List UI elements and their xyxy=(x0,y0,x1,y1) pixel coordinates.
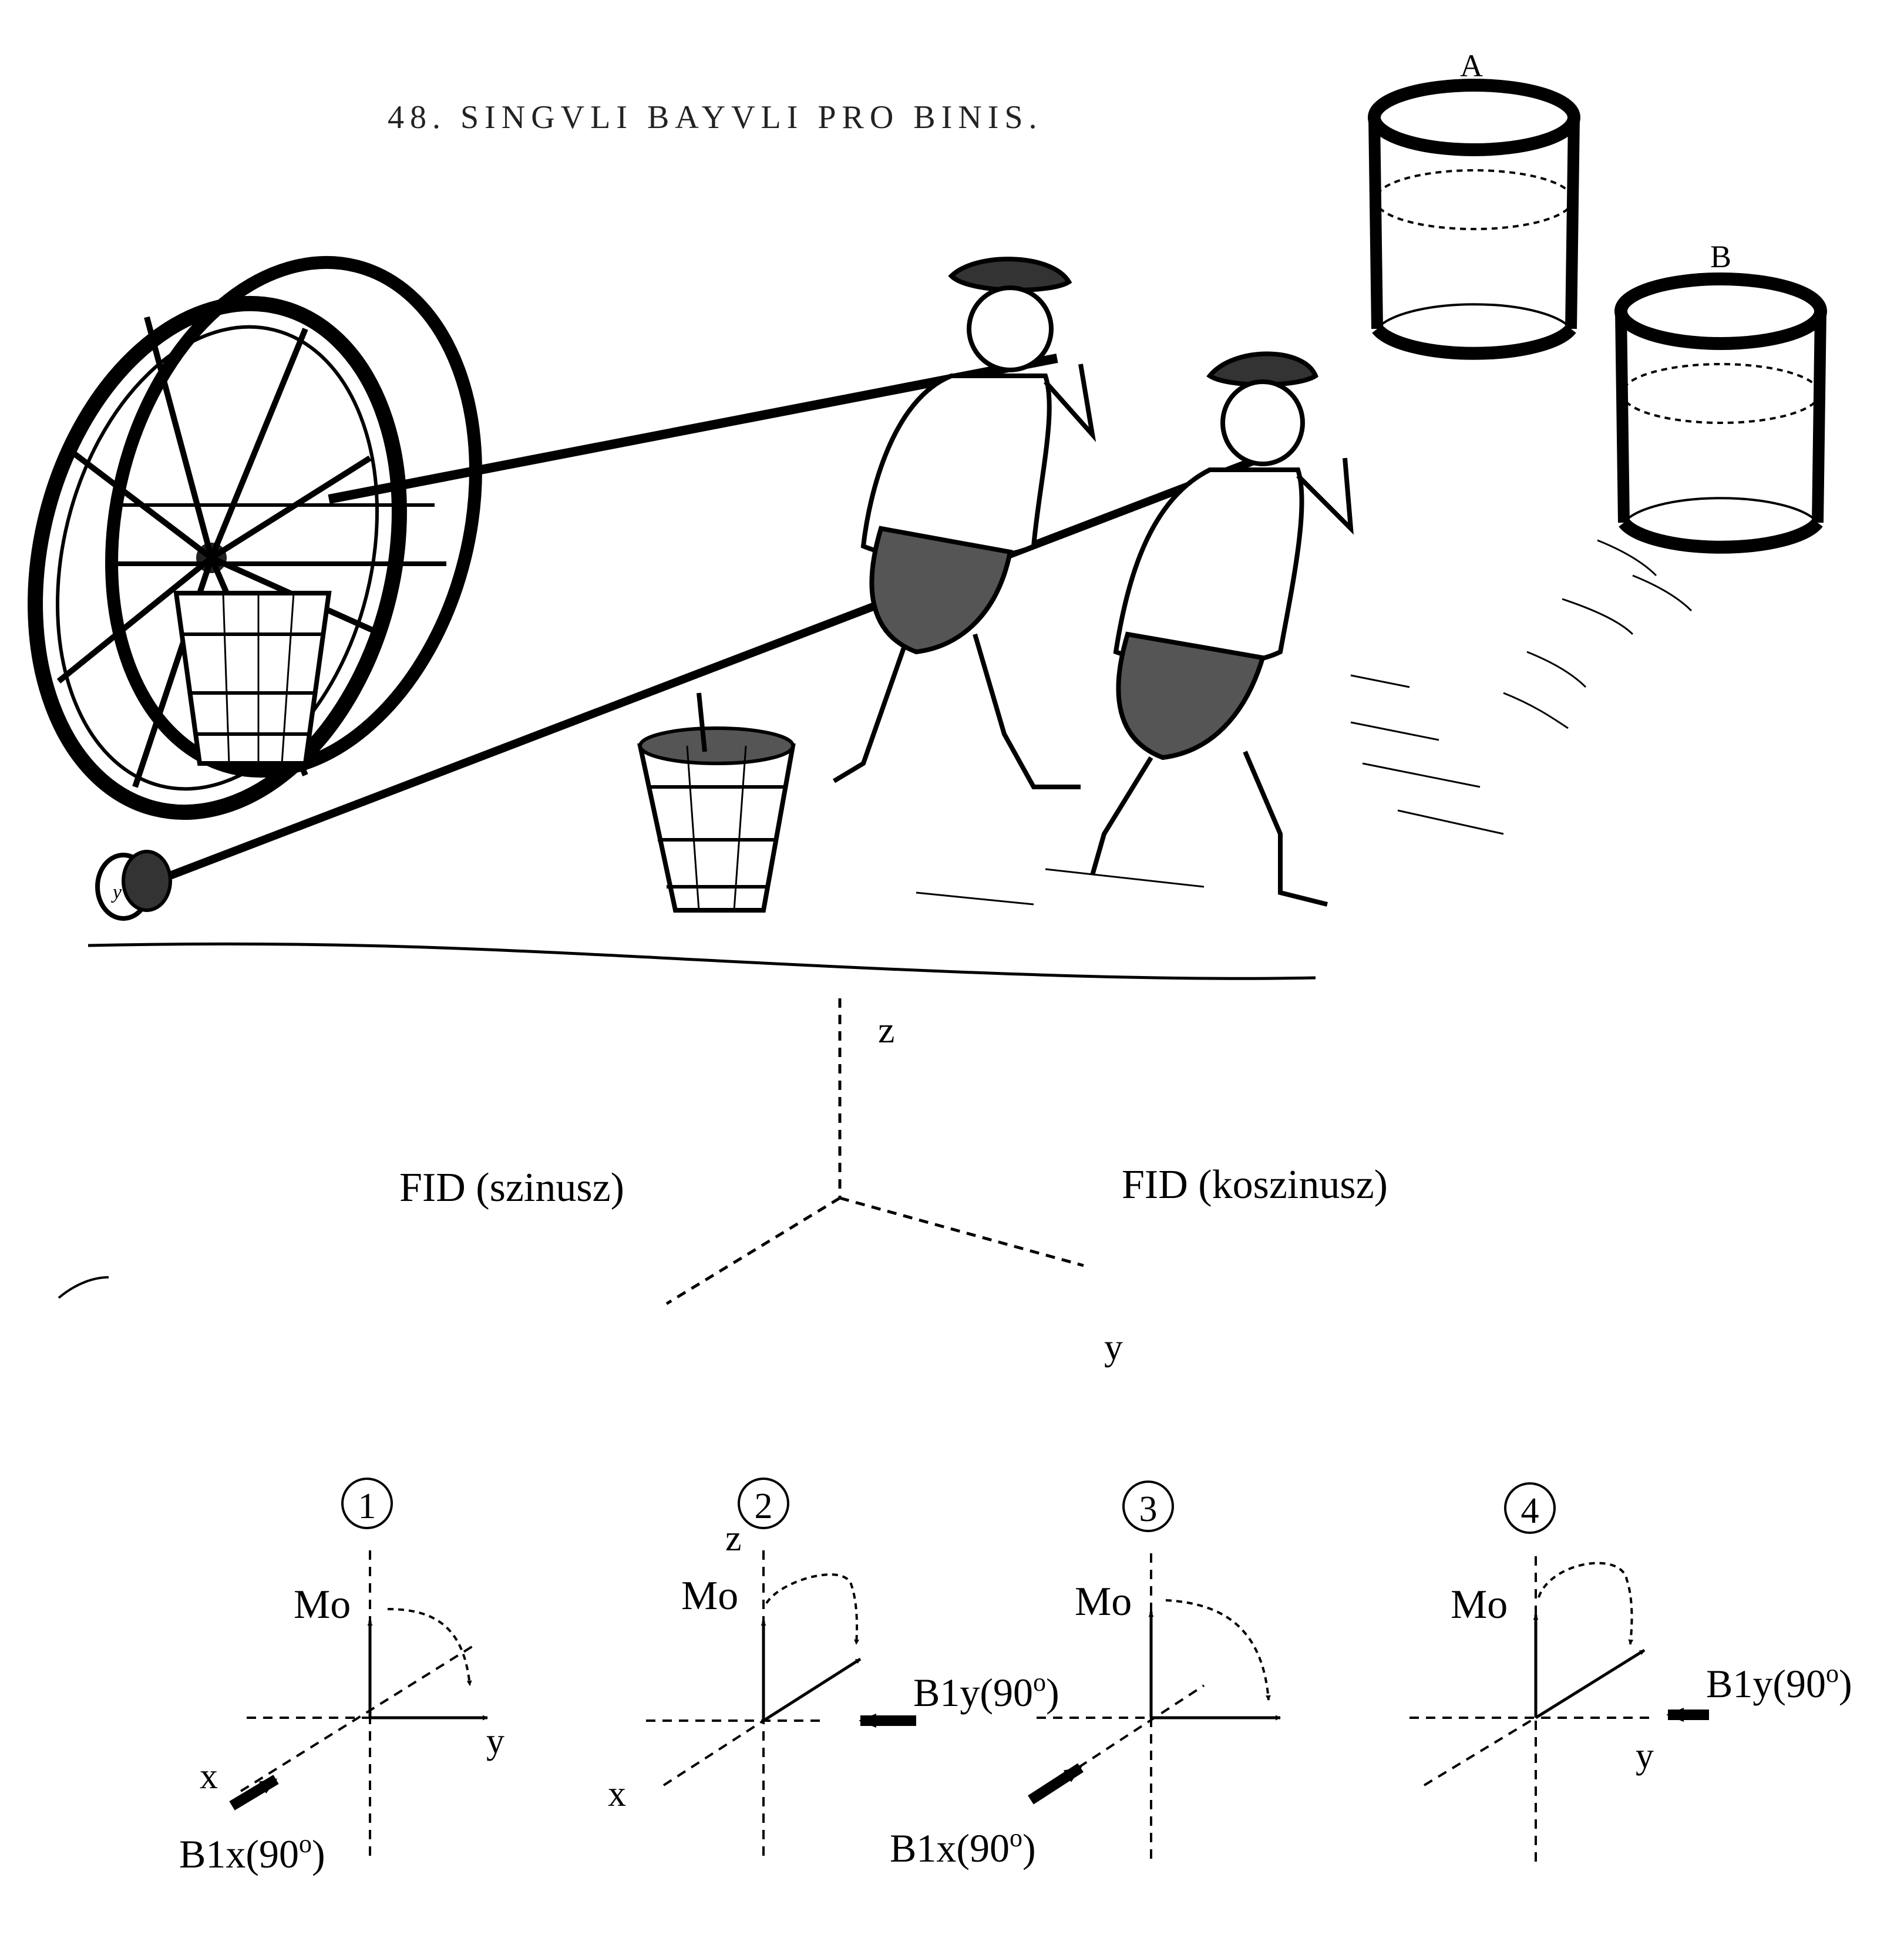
lower-pole xyxy=(139,442,1294,891)
pulse-label: B1x(90o) xyxy=(890,1823,1036,1870)
m0-label: Mo xyxy=(1075,1579,1132,1624)
pulse-label: B1y(90o) xyxy=(913,1668,1059,1715)
panel-number: 1 xyxy=(358,1486,376,1526)
fid-cosine-label: FID (koszinusz) xyxy=(1122,1162,1388,1207)
figure-left-man xyxy=(832,257,1096,789)
m0-label: Mo xyxy=(1451,1582,1508,1627)
pulse-panel-2: 2 Mo z x B1y(90o) xyxy=(608,1478,1059,1862)
ground-hatching xyxy=(916,539,1693,906)
axis-z-label: z xyxy=(878,1009,894,1051)
panel-number: 4 xyxy=(1521,1491,1539,1531)
container-a: A xyxy=(1368,48,1580,360)
pulse-panel-3: 3 Mo B1x(90o) xyxy=(890,1480,1281,1870)
panel-number-circle xyxy=(1504,1482,1556,1534)
pulse-arrow xyxy=(229,1775,279,1811)
axis-y-label: y xyxy=(1104,1326,1123,1368)
container-b-label: B xyxy=(1710,239,1731,274)
engraving-caption: 48. SINGVLI BAYVLI PRO BINIS. xyxy=(388,99,1043,136)
pulse-label: B1x(90o) xyxy=(179,1829,325,1876)
rotation-arrow xyxy=(387,1608,472,1686)
rotation-arrow xyxy=(1538,1562,1634,1645)
bucket-in-wheel xyxy=(173,591,332,766)
pulse-arrow xyxy=(1028,1763,1084,1805)
panel-x-label: x xyxy=(200,1756,218,1796)
x-axis xyxy=(665,1196,841,1305)
roller: y xyxy=(95,850,172,921)
panel-number: 2 xyxy=(755,1486,773,1526)
stray-mark xyxy=(58,1276,109,1299)
panel-x-label: x xyxy=(608,1774,626,1814)
panel-number-circle xyxy=(341,1478,393,1529)
panel-y-label: y xyxy=(1636,1736,1654,1776)
panel-number-circle xyxy=(738,1478,789,1529)
bucket-on-ground xyxy=(637,692,796,913)
engraving-illustration: 48. SINGVLI BAYVLI PRO BINIS. xyxy=(28,48,1827,980)
rotation-arrow xyxy=(765,1573,860,1645)
rotated-vector xyxy=(762,1657,862,1722)
panel-y-label: y xyxy=(486,1721,504,1761)
pulse-panel-1: 1 Mo y x B1x(90o) xyxy=(179,1478,504,1876)
panel-z-label: z xyxy=(725,1519,742,1559)
container-a-label: A xyxy=(1460,48,1483,83)
ground-line xyxy=(88,942,1316,980)
rotated-vector xyxy=(1535,1648,1646,1719)
m0-label: Mo xyxy=(294,1582,351,1627)
panel-number-circle xyxy=(1122,1480,1174,1532)
m0-label: Mo xyxy=(681,1573,738,1618)
rotation-arrow xyxy=(1165,1599,1271,1701)
figure-right-man xyxy=(1090,351,1354,907)
fid-sine-label: FID (szinusz) xyxy=(399,1165,624,1210)
y-axis xyxy=(839,1196,1084,1267)
pulse-label: B1y(90o) xyxy=(1706,1659,1852,1706)
panel-number: 3 xyxy=(1139,1489,1158,1529)
pulse-panel-4: 4 Mo y B1y(90o) xyxy=(1410,1482,1852,1862)
roller-tag: y xyxy=(111,881,122,903)
container-b: B xyxy=(1614,239,1827,554)
fid-axes: z y FID (szinusz) FID (koszinusz) xyxy=(58,998,1388,1368)
